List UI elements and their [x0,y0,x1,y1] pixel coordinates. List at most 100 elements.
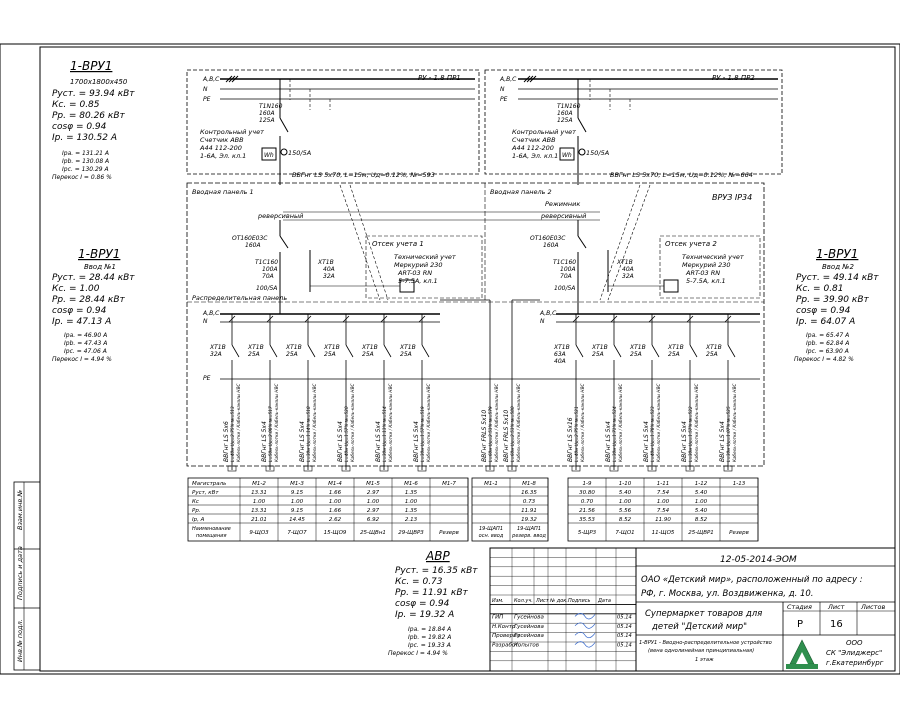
right-bus-label: A,B,C [539,310,557,317]
table-cell: 16.35 [521,490,537,496]
x2-label: XT1B [616,259,633,266]
table-cell: М1-1 [484,481,498,487]
tb-col-head: Подпись [568,598,591,604]
avr-terminal [485,465,495,472]
vvod-panel-1-label: Вводная панель 1 [192,188,254,196]
left-feeder-tick [266,315,274,323]
tb-role: Н.Контр. [492,624,517,630]
t1-label: T1C160 [255,259,278,266]
summary-phase: Перекос I = 0.86 % [52,174,112,181]
rp1-ct-label: 150/5А [288,149,311,157]
left-feeder-breaker-label: XT1B [285,344,302,351]
table-cell: М1-4 [328,481,342,487]
left-feeder-tick [228,315,236,323]
left-feeder-breaker-label: 25А [400,351,412,358]
right-feeder-breaker [575,344,584,358]
x1-label: XT1B [317,259,334,266]
table-cell: 8.52 [619,517,632,523]
table-cell: 1-13 [733,481,746,487]
ct1-label: 100/5А [256,285,277,292]
tb-person: Копытов [514,643,539,649]
avr-phase: Iрb. = 19.82 А [408,634,451,641]
left-feeder-terminal [303,465,313,472]
ot2-label: 160А [543,242,559,249]
right-feeder-cable-label: L=30м Uд=1.57% №=522 [688,406,693,462]
rp1-cable-label: ВВГнг LS 5х70, L=15м, Uд=0.12%, №=593 [292,171,435,179]
left-feeder-cable-label: Кабель-лотки / Кабель-каналы НВС [388,384,393,462]
tb-date: 05.14 [617,643,632,649]
avr-param: Iр. = 19.32 А [395,610,454,620]
table-row-label: Руст, кВт [192,490,219,496]
right-feeder-breaker-label: 40А [554,358,566,365]
tb-role: ГИП [492,614,503,620]
tb-date: 05.14 [617,633,632,639]
tech-meter-1-text: 5-7.5А, кл.1 [398,277,438,285]
table-cell: 1-11 [657,481,669,487]
right-vvod-param: cosφ = 0.94 [796,306,851,316]
table-cell: М1-3 [290,481,304,487]
table-cell: 5.40 [619,490,632,496]
avr-cable-label: Кабель-лотки / Кабель-каналы НВС [494,384,499,462]
table-cell: 13.31 [251,508,267,514]
right-vvod-param: Iр. = 64.07 А [796,317,855,327]
right-feeder-cable-label: Кабель-лотки / Кабель-каналы НВС [656,384,661,462]
left-feeder-breaker [383,344,392,358]
right-bus-label: N [540,318,545,325]
left-feeder-terminal [265,465,275,472]
rp1-breaker-text: T1N160 [259,103,283,110]
left-feeder-breaker [269,344,278,358]
right-feeder-breaker-label: 25А [592,351,604,358]
table-cell: 1.00 [695,499,708,505]
right-feeder-breaker-label: 25А [668,351,680,358]
rp1-wh-meter [261,147,277,161]
tech-meter-2-text: ART-03 RN [685,269,720,277]
table-cell: 1.00 [405,499,418,505]
table-cell: 25-ЩВР1 [688,530,714,536]
right-vvod-block: 1-ВРУ1 Ввод №2 Руст. = 49.14 кВт Кс. = 0… [794,247,879,363]
right-feeder-terminal [685,465,695,472]
summary-phase: Iрb. = 130.08 А [62,158,109,165]
t1-label: 70А [262,273,274,280]
avr-terminal [507,465,517,472]
x2-label: 40А [622,266,634,273]
rp2-meter-text: А44 112-200 [511,144,554,152]
tech-meter-1-text: ART-03 RN [397,269,432,277]
ot1-label: OT160E03C [232,235,268,242]
right-feeder-breaker [689,344,698,358]
tech-meter-1-text: Технический учет [394,253,456,261]
right-feeder-breaker-label: XT1B [591,344,608,351]
vru-label: ВРУЗ IP34 [712,193,752,202]
left-feeder-breaker-label: 25А [248,351,260,358]
rp2-meter-text: Счетчик ABB [512,136,556,144]
summary-param: Iр. = 130.52 А [52,133,117,143]
table-cell: 2.97 [367,508,380,514]
avr-cable-label: ВВГнг FRLS 5х10 [503,410,510,462]
left-feeder-cable-label: L=50м Uд=2.08% №=517 [268,406,273,462]
table-cell: 19.32 [521,517,537,523]
tb-signature [574,631,596,639]
company-text: г.Екатеринбург [826,659,884,667]
input-summary-block: 1-ВРУ1 1700х1800х450 Руст. = 93.94 кВт К… [52,59,135,181]
rp2-meter-text: Контрольный учет [512,128,576,136]
rp1-enclosure: РУ - 1.8 ПР1 A,B,C N PE T1N160 160А 125А… [186,69,480,185]
avr-title: АВР [425,549,450,563]
avr-summary-block: АВР Руст. = 16.35 кВт Кс. = 0.73 Рр. = 1… [388,549,478,657]
tech-meter-1-text: Меркурий 230 [394,261,443,269]
left-feeder-breaker [307,344,316,358]
tech-meter-2-text: 5-7.5А, кл.1 [686,277,726,285]
right-vvod-sub: Ввод №2 [822,263,855,271]
sheets-header: Листов [860,603,885,611]
left-feeder-cable-label: Кабель-лотки / Кабель-каналы НВС [350,384,355,462]
metering-compartment-2 [659,235,761,299]
avr-param: Руст. = 16.35 кВт [395,566,478,576]
tb-date: 05.14 [617,624,632,630]
reversible-label-right: реверсивный [540,212,586,220]
tb-signature [574,622,596,629]
right-feeder-breaker [727,344,736,358]
table-cell: 5.40 [695,508,708,514]
rp1-meter-text: А44 112-200 [199,144,242,152]
left-vvod-param: Рр. = 28.44 кВт [52,295,126,305]
left-feeder-cable-label: Кабель-лотки / Кабель-каналы НВС [274,384,279,462]
table-cell: 0.70 [581,499,594,505]
t1-label: 100А [262,266,278,273]
